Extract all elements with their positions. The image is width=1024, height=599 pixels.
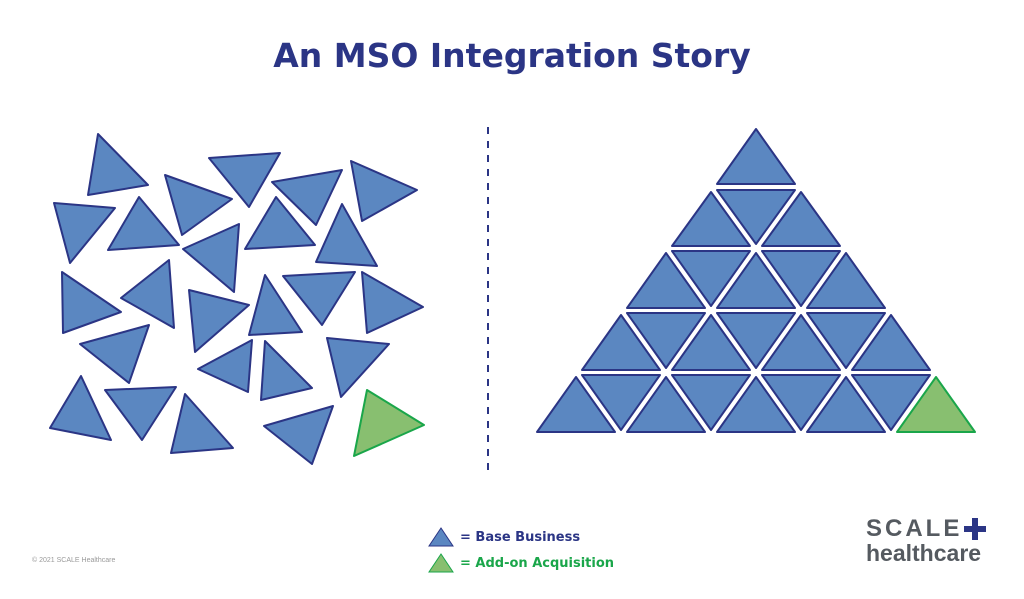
scattered-triangle (350, 160, 418, 222)
pyramid-triangle (761, 250, 841, 307)
scattered-triangle (107, 196, 180, 251)
page-title: An MSO Integration Story (273, 36, 751, 75)
legend-item-addon: = Add-on Acquisition (428, 550, 614, 576)
scattered-triangle (120, 259, 175, 329)
pyramid-triangle (716, 252, 796, 309)
logo-text-healthcare: healthcare (866, 540, 982, 566)
logo-text-scale: SCALE (866, 515, 963, 542)
pyramid-triangle (626, 312, 706, 369)
pyramid-triangle (671, 314, 751, 371)
pyramid (536, 128, 931, 433)
green-triangle-icon (428, 553, 454, 573)
pyramid-triangle (716, 376, 796, 433)
pyramid-triangle (761, 314, 841, 371)
scattered-addon-triangle (353, 389, 425, 457)
legend-label-addon: = Add-on Acquisition (460, 555, 615, 571)
scattered-triangle (182, 223, 240, 293)
scattered-triangle (244, 196, 316, 250)
pyramid-triangle (671, 250, 751, 307)
pyramid-triangle (806, 252, 886, 309)
pyramid-triangle (626, 376, 706, 433)
pyramid-triangle (806, 312, 886, 369)
pyramid-triangle (716, 189, 796, 245)
pyramid-triangle (806, 376, 886, 433)
pyramid-triangle (671, 374, 751, 431)
scattered-triangle (248, 274, 303, 336)
scattered-triangle (197, 339, 253, 393)
pyramid-triangle (581, 374, 661, 431)
scattered-triangle (315, 203, 378, 267)
copyright-text: © 2021 SCALE Healthcare (32, 557, 116, 564)
scattered-triangle (170, 393, 234, 454)
pyramid-triangle (536, 376, 616, 433)
blue-triangle-icon (428, 527, 454, 547)
pyramid-triangle (851, 314, 931, 371)
legend-item-base: = Base Business (428, 524, 614, 550)
pyramid-triangle (761, 374, 841, 431)
scale-healthcare-logo: SCALE healthcare (866, 515, 1006, 566)
scattered-triangle (361, 271, 424, 334)
scattered-triangle (263, 405, 334, 465)
scattered-triangles (49, 133, 424, 465)
scattered-triangle (260, 340, 313, 401)
pyramid-triangle (671, 191, 751, 247)
scattered-triangle (49, 375, 112, 441)
scattered-triangle (61, 271, 122, 334)
scattered-triangle (164, 174, 233, 236)
plus-icon (964, 518, 987, 540)
pyramid-triangle (851, 374, 931, 431)
scattered-triangle (208, 152, 281, 208)
pyramid-triangle (626, 252, 706, 309)
pyramid-triangle (716, 128, 796, 185)
legend: = Base Business = Add-on Acquisition (428, 524, 614, 576)
scattered-triangle (188, 289, 250, 353)
scattered-triangle (282, 271, 356, 326)
scattered-triangle (326, 337, 390, 398)
pyramid-triangle (761, 191, 841, 247)
scattered-triangle (87, 133, 149, 196)
scattered-triangle (271, 169, 343, 226)
scattered-triangle (104, 386, 177, 441)
pyramid-triangle (581, 314, 661, 371)
pyramid-addon-triangle (896, 376, 976, 433)
legend-label-base: = Base Business (460, 529, 581, 545)
scattered-triangle (53, 202, 116, 264)
scattered-triangle (79, 324, 150, 384)
pyramid-triangle (716, 312, 796, 369)
